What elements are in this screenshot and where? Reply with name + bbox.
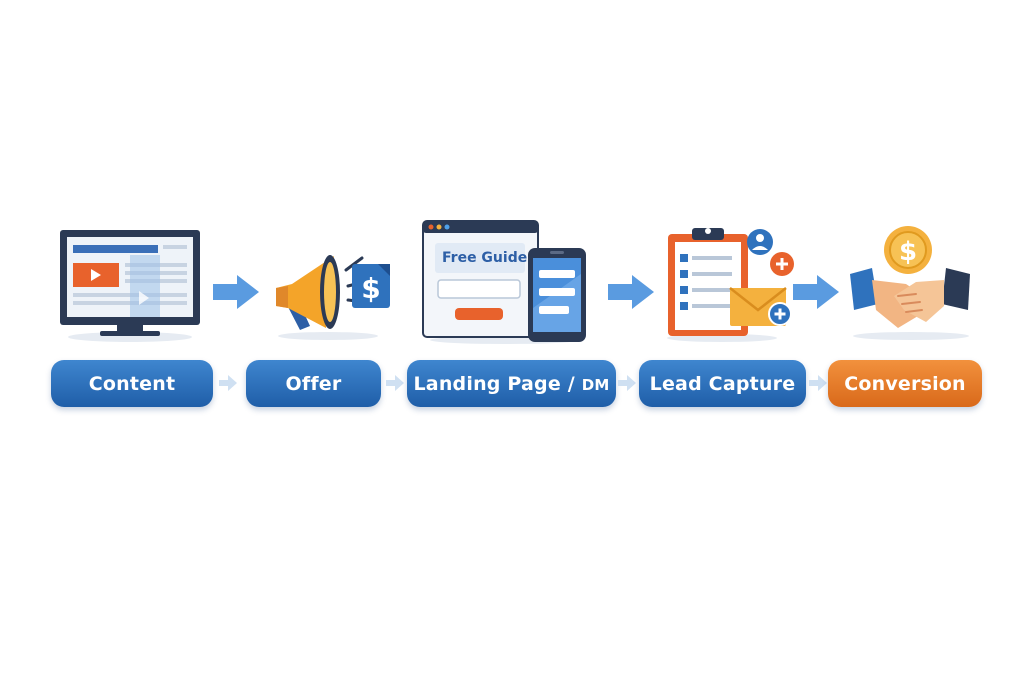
step-label: Content [88,372,176,395]
monitor-video-icon [60,230,200,342]
arrow-right-small-icon [809,375,827,391]
arrow-right-icon [213,275,259,309]
arrow-right-small-icon [219,375,237,391]
handshake-coin-icon: $ [850,226,970,340]
dollar-sign-icon: $ [361,272,380,305]
arrow-right-small-icon [618,375,636,391]
step-lead-capture: Lead Capture [639,360,806,407]
step-label-dm: DM [581,375,610,394]
step-content: Content [51,360,213,407]
arrow-right-icon [608,275,654,309]
step-label: Lead Capture [649,372,796,395]
step-label-main: Landing Page / [413,372,582,395]
clipboard-email-icon [667,228,794,342]
landing-page-phone-icon: Free Guide [422,220,586,344]
arrow-right-small-icon [386,375,404,391]
step-conversion: Conversion [828,360,982,407]
coin-dollar-icon: $ [899,237,917,267]
arrow-right-icon [793,275,839,309]
step-landing-page-dm: Landing Page / DM [407,360,616,407]
step-offer: Offer [246,360,381,407]
step-label: Offer [285,372,342,395]
step-label: Conversion [844,372,966,395]
free-guide-headline: Free Guide [442,250,527,266]
step-label: Landing Page / DM [414,373,610,395]
megaphone-dollar-icon: $ [276,255,390,340]
